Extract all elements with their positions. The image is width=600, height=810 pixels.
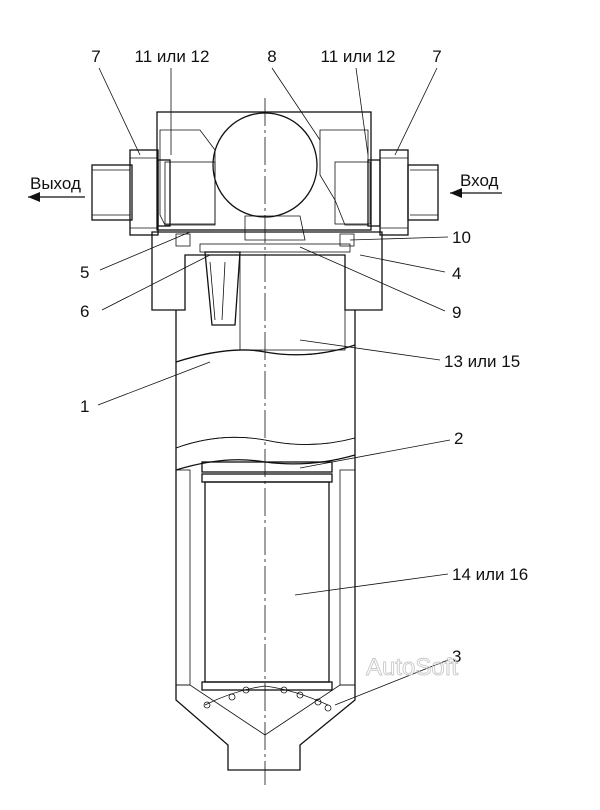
callout-2: 2 <box>454 429 463 448</box>
inlet-arrow <box>450 188 502 198</box>
filter-bowl <box>175 310 356 771</box>
callout-11-12-right: 11 или 12 <box>321 47 396 66</box>
callout-1: 1 <box>80 397 89 416</box>
watermark: AutoSoft <box>366 654 458 681</box>
callout-3: 3 <box>452 647 461 666</box>
outlet-label: Выход <box>30 174 81 193</box>
inlet-label: Вход <box>460 171 499 190</box>
callout-13-15: 13 или 15 <box>444 352 520 371</box>
callout-7-left: 7 <box>91 47 100 66</box>
filter-head <box>156 111 372 241</box>
outlet-arrow <box>28 192 85 202</box>
callout-8: 8 <box>267 47 276 66</box>
callout-7-right: 7 <box>432 47 441 66</box>
upper-filter-element <box>199 243 351 351</box>
callout-5: 5 <box>80 263 89 282</box>
callout-6: 6 <box>80 302 89 321</box>
callout-14-16: 14 или 16 <box>452 565 528 584</box>
leader-lines <box>97 67 451 706</box>
callout-10: 10 <box>452 228 471 247</box>
lower-filter-element <box>201 461 333 691</box>
callout-4: 4 <box>452 264 461 283</box>
callout-9: 9 <box>452 303 461 322</box>
callout-labels: 7 11 или 12 8 11 или 12 7 10 4 9 13 или … <box>80 47 528 666</box>
callout-11-12-left: 11 или 12 <box>135 47 210 66</box>
inlet-fitting <box>367 149 439 236</box>
outlet-fitting <box>91 149 171 236</box>
